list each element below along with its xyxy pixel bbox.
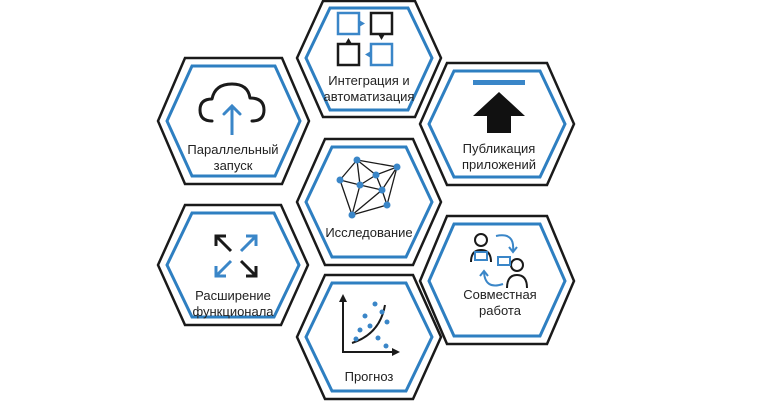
people-exchange-icon [470,233,528,289]
hex-extension: Расширение функционала [156,203,310,327]
hex-extension-label-2: функционала [192,304,274,319]
hex-parallel-label-1: Параллельный [187,142,278,157]
hex-parallel: Параллельный запуск [156,56,311,186]
expand-arrows-icon [214,234,258,278]
hex-integration-label-1: Интеграция и [328,73,409,88]
hex-research: Исследование [295,137,443,267]
hex-integration-label-2: автоматизация [324,89,415,104]
hex-research-label-1: Исследование [325,225,412,240]
hex-publication: Публикация приложений [418,61,576,187]
hex-collaboration-label-2: работа [479,303,522,318]
hex-forecast-label-1: Прогноз [345,369,394,384]
integration-blocks-icon [336,11,394,67]
hex-extension-label-1: Расширение [195,288,271,303]
hex-collaboration: Совместная работа [418,214,576,346]
hex-parallel-label-2: запуск [214,158,253,173]
scatter-trend-icon [339,294,400,356]
upload-arrow-icon [473,80,525,133]
cloud-upload-icon [198,82,266,135]
network-graph-icon [336,156,401,219]
hex-integration: Интеграция и автоматизация [295,0,443,119]
hex-publication-label-1: Публикация [463,141,536,156]
hex-publication-label-2: приложений [462,157,536,172]
hex-forecast: Прогноз [295,273,443,401]
hex-collaboration-label-1: Совместная [463,287,536,302]
